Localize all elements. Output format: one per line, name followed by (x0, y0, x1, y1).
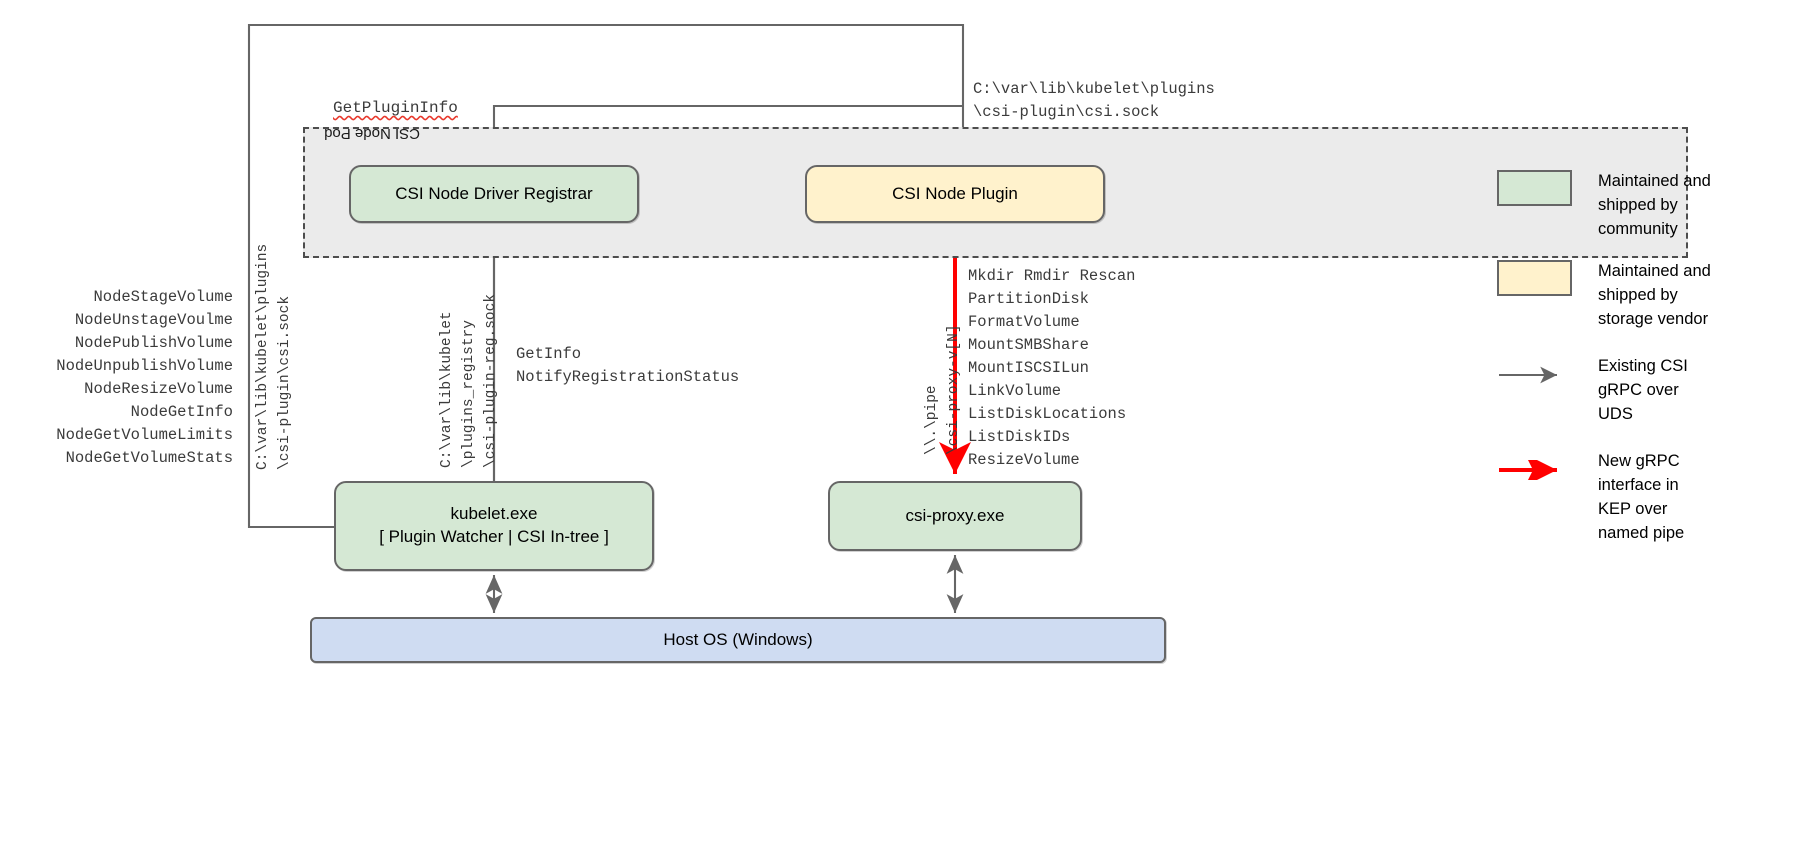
box-csi-node-driver-registrar-label: CSI Node Driver Registrar (395, 183, 593, 203)
node-service-call-item: NodeStageVolume (93, 288, 233, 306)
proxy-api-call-item: LinkVolume (968, 381, 1062, 400)
proxy-api-call-item: Mkdir Rmdir Rescan (968, 267, 1136, 285)
box-host-os[interactable]: Host OS (Windows) (310, 617, 1166, 663)
legend-row: Existing CSI gRPC over UDS (1497, 355, 1688, 427)
legend-row: New gRPC interface in KEP over named pip… (1497, 450, 1684, 546)
label-csi-sock-path-top: C:\var\lib\kubelet\plugins \csi-plugin\c… (973, 80, 1215, 121)
box-csi-proxy-exe-label: csi-proxy.exe (905, 505, 1005, 525)
label-rot-plugins-registry-path: C:\var\lib\kubelet \plugins_registry \cs… (439, 293, 499, 468)
box-csi-proxy-exe[interactable]: csi-proxy.exe (828, 481, 1082, 551)
proxy-api-call-item: ListDiskIDs (968, 427, 1071, 446)
label-rot-named-pipe-path: \\.\pipe \csi-proxy-v[N] (924, 324, 962, 455)
box-kubelet-exe[interactable]: kubelet.exe [ Plugin Watcher | CSI In-tr… (334, 481, 654, 571)
box-kubelet-exe-sublabel: [ Plugin Watcher | CSI In-tree ] (379, 527, 609, 546)
legend-row: Maintained and shipped by storage vendor (1497, 260, 1711, 332)
box-host-os-label: Host OS (Windows) (663, 629, 813, 649)
node-service-call-item: NodeGetVolumeStats (65, 448, 233, 467)
proxy-api-call-item: ListDiskLocations (968, 404, 1127, 423)
box-csi-node-plugin-label: CSI Node Plugin (892, 183, 1018, 203)
node-service-call-item: NodeGetVolumeLimits (56, 425, 233, 444)
legend-label: New gRPC interface in KEP over named pip… (1598, 452, 1685, 542)
label-rot-csi-sock-path: C:\var\lib\kubelet\plugins \csi-plugin\c… (255, 243, 293, 470)
legend-row: Maintained and shipped by community (1497, 170, 1711, 242)
proxy-api-call-item: ResizeVolume (968, 450, 1080, 469)
proxy-api-call-item: MountSMBShare (968, 335, 1089, 354)
csi-node-pod-label-text: CSI Node Pod (324, 125, 420, 142)
box-kubelet-exe-label: kubelet.exe (450, 504, 538, 524)
legend-label: Maintained and shipped by storage vendor (1598, 262, 1711, 328)
proxy-api-call-item: MountISCSILun (968, 358, 1089, 377)
box-csi-node-driver-registrar[interactable]: CSI Node Driver Registrar (349, 165, 639, 223)
box-csi-node-plugin[interactable]: CSI Node Plugin (805, 165, 1105, 223)
node-service-call-item: NodeUnpublishVolume (56, 356, 233, 375)
legend-label: Existing CSI gRPC over UDS (1598, 357, 1688, 423)
node-service-call-item: NodePublishVolume (74, 333, 233, 352)
node-service-call-item: NodeGetInfo (130, 402, 233, 421)
legend-color-swatch (1497, 260, 1572, 296)
node-service-call-item: NodeUnstageVoulme (74, 310, 233, 329)
proxy-api-call-item: FormatVolume (968, 312, 1080, 331)
proxy-api-call-item: PartitionDisk (968, 289, 1089, 308)
legend-label: Maintained and shipped by community (1598, 172, 1711, 238)
legend-arrow-icon (1497, 365, 1572, 385)
label-get-plugin-info: GetPluginInfo (333, 99, 458, 117)
legend-color-swatch (1497, 170, 1572, 206)
node-service-call-item: NodeResizeVolume (84, 379, 233, 398)
label-registration-calls: GetInfo NotifyRegistrationStatus (516, 345, 740, 386)
legend-arrow-icon (1497, 454, 1572, 486)
